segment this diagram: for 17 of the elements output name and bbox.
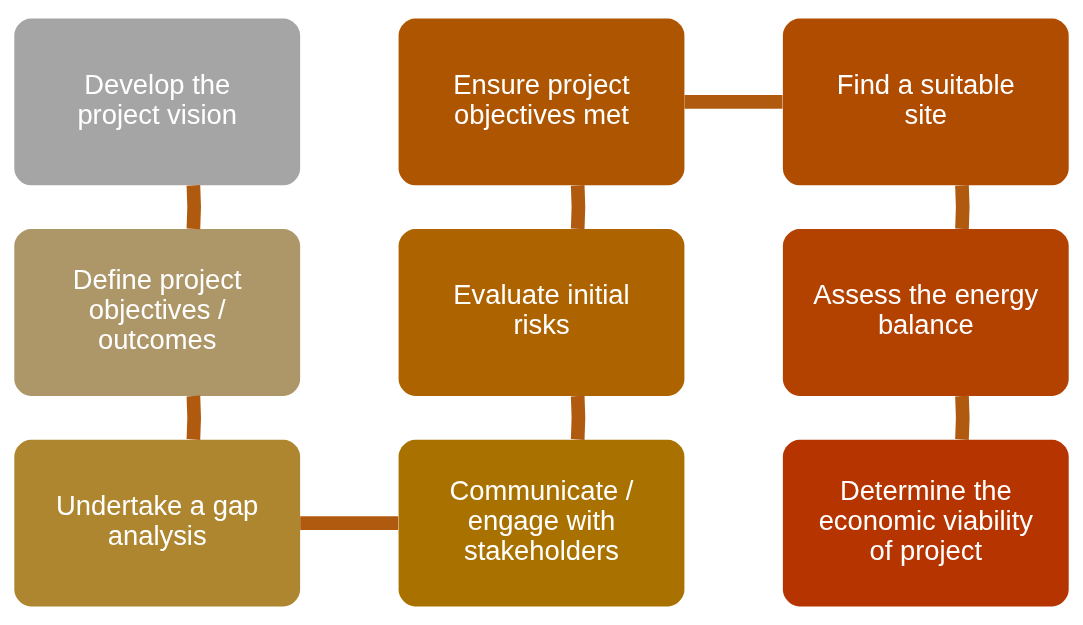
connector xyxy=(186,185,201,230)
node-box: Assess the energy balance xyxy=(782,229,1069,396)
node-box: Ensure project objectives met xyxy=(398,18,685,186)
node-box: Undertake a gap analysis xyxy=(14,439,301,607)
connector xyxy=(955,185,970,230)
connector xyxy=(684,95,783,109)
connector xyxy=(300,516,399,530)
node-box: Evaluate initial risks xyxy=(398,229,685,396)
node-box: Communicate / engage with stakeholders xyxy=(398,439,685,607)
connector xyxy=(186,395,201,440)
node-box: Determine the economic viability of project xyxy=(782,439,1069,607)
connector xyxy=(570,185,586,230)
connector xyxy=(570,395,586,440)
connector xyxy=(955,395,970,440)
node-box: Find a suitable site xyxy=(782,18,1069,186)
node-box: Develop the project vision xyxy=(14,18,301,186)
node-box: Define project objectives / outcomes xyxy=(14,229,301,396)
